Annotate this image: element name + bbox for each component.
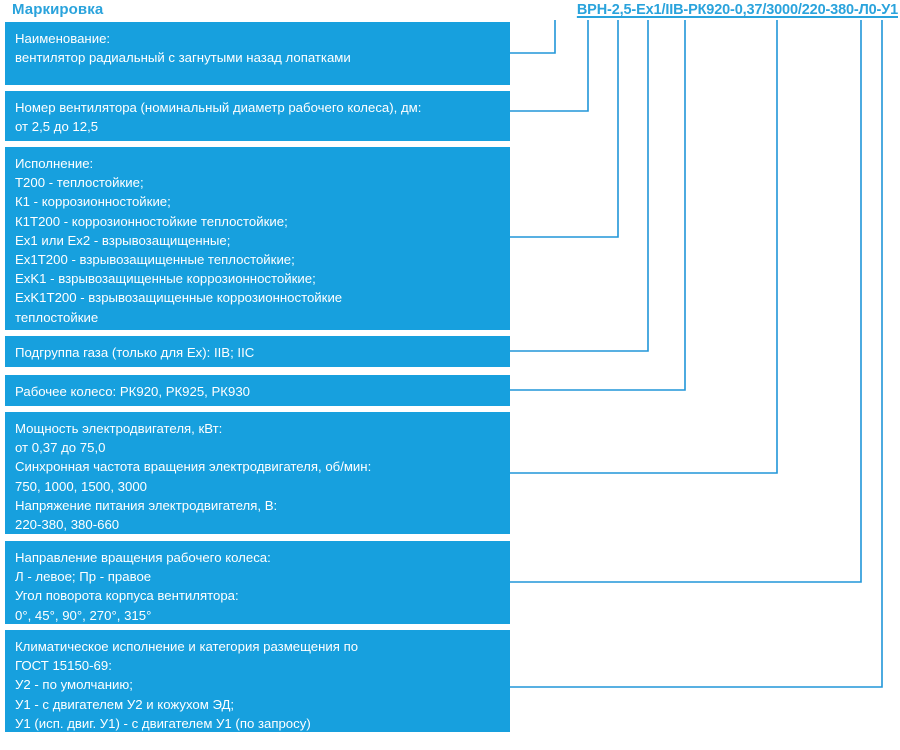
- info-box-line: Т200 - теплостойкие;: [15, 175, 144, 191]
- info-box-line: Ex1 или Ex2 - взрывозащищенные;: [15, 232, 231, 248]
- info-box-line: К1 - коррозионностойкие;: [15, 194, 171, 210]
- info-box-elektrodvigatel: Мощность электродвигателя, кВт: от 0,37 д…: [5, 412, 510, 534]
- info-box-line: Подгруппа газа (только для Ex): IIB; IIC: [15, 345, 255, 360]
- info-box-line: Мощность электродвигателя, кВт:: [15, 421, 223, 436]
- info-box-line: ExK1T200 - взрывозащищенные коррозионнос…: [15, 290, 343, 306]
- info-box-line: К1Т200 - коррозионностойкие теплостойкие…: [15, 213, 288, 229]
- connector-climate: [510, 20, 883, 688]
- info-box-line: 750, 1000, 1500, 3000: [15, 478, 147, 494]
- connector-rotation: [510, 20, 862, 583]
- info-box-line: Направление вращения рабочего колеса:: [15, 550, 271, 565]
- info-box-line: вентилятор радиальный с загнутыми назад …: [15, 50, 351, 66]
- info-box-line: 220-380, 380-660: [15, 517, 120, 533]
- marking-code-string: ВРН-2,5-Ex1/IIB-РК920-0,37/3000/220-380-…: [576, 2, 898, 18]
- info-box-line: У2 - по умолчанию;: [15, 677, 133, 693]
- info-box-line: Угол поворота корпуса вентилятора:: [15, 588, 239, 604]
- connector-motor: [510, 20, 778, 474]
- connector-gas-subgroup: [510, 20, 649, 352]
- page-title: Маркировка: [12, 1, 104, 18]
- info-box-podgruppa-gaza: Подгруппа газа (только для Ex): IIB; IIC: [5, 336, 510, 367]
- info-box-nomer-ventilyatora: Номер вентилятора (номинальный диаметр р…: [5, 91, 510, 141]
- info-box-line: 0°, 45°, 90°, 270°, 315°: [15, 607, 152, 623]
- info-box-klimaticheskoe-ispolnenie: Климатическое исполнение и категория раз…: [5, 630, 510, 732]
- info-box-line: Номер вентилятора (номинальный диаметр р…: [15, 100, 422, 115]
- connector-impeller: [510, 20, 686, 391]
- info-box-ispolnenie: Исполнение: Т200 - теплостойкие; К1 - корр…: [5, 147, 510, 330]
- info-box-line: ExK1 - взрывозащищенные коррозионностойк…: [15, 271, 316, 287]
- info-box-line: Наименование:: [15, 31, 111, 46]
- info-box-line: У1 - с двигателем У2 и кожухом ЭД;: [15, 696, 235, 712]
- info-box-napravlenie-vrashcheniya: Направление вращения рабочего колеса: Л -…: [5, 541, 510, 624]
- info-box-naimenovanie: Наименование: вентилятор радиальный с заг…: [5, 22, 510, 85]
- info-box-line: теплостойкие: [15, 309, 99, 325]
- info-box-line: Климатическое исполнение и категория раз…: [15, 639, 359, 654]
- connector-name: [510, 20, 556, 54]
- info-box-line: У1 (исп. двиг. У1) - с двигателем У1 (по…: [15, 715, 311, 731]
- info-box-line: Рабочее колесо: РК920, РК925, РК930: [15, 384, 250, 399]
- info-box-line: от 2,5 до 12,5: [15, 119, 99, 135]
- info-box-line: ГОСТ 15150-69:: [15, 658, 112, 674]
- info-box-line: Исполнение:: [15, 156, 94, 171]
- info-box-line: Л - левое; Пр - правое: [15, 569, 152, 585]
- info-box-rabochee-koleso: Рабочее колесо: РК920, РК925, РК930: [5, 375, 510, 406]
- info-box-line: Напряжение питания электродвигателя, В:: [15, 497, 278, 513]
- info-box-line: Ex1T200 - взрывозащищенные теплостойкие;: [15, 252, 295, 268]
- connector-execution: [510, 20, 619, 238]
- info-box-line: Синхронная частота вращения электродвига…: [15, 459, 372, 475]
- info-box-line: от 0,37 до 75,0: [15, 440, 106, 456]
- connector-fan-number: [510, 20, 589, 112]
